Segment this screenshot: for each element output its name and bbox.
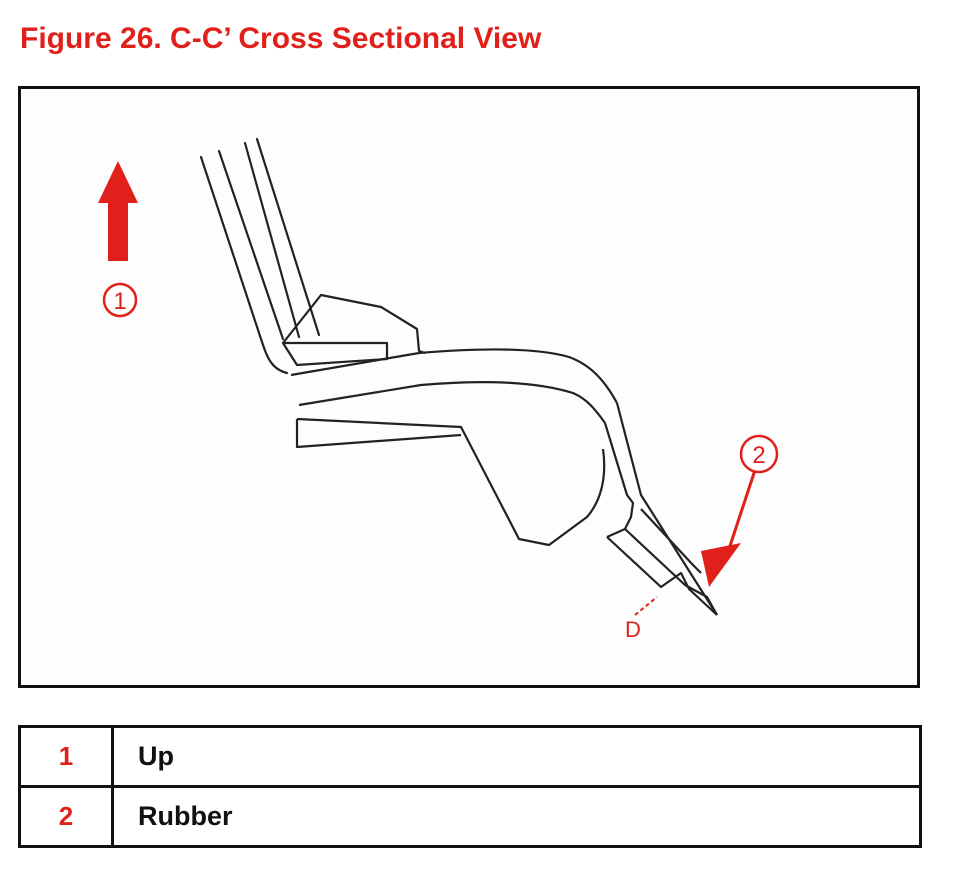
legend-number: 1: [18, 725, 114, 788]
legend-label: Up: [111, 725, 922, 788]
legend-table: 1 Up 2 Rubber: [18, 725, 922, 848]
cross-section-drawing: 1: [98, 137, 779, 642]
table-row: 1 Up: [18, 725, 922, 788]
detail-d-marker: D: [625, 596, 658, 642]
callout-2-number: 2: [752, 442, 765, 469]
pointer-arrow-icon: [701, 460, 760, 587]
table-row: 2 Rubber: [18, 785, 922, 848]
cross-section-figure: 1: [18, 86, 920, 688]
callout-2-badge: 2: [739, 434, 779, 474]
callout-1-number: 1: [113, 288, 126, 315]
figure-title: Figure 26. C-C’ Cross Sectional View: [20, 22, 542, 55]
callout-1-badge: 1: [102, 282, 138, 318]
legend-number: 2: [18, 785, 114, 848]
legend-label: Rubber: [111, 785, 922, 848]
rubber-seal-section: [281, 293, 718, 616]
glass-panel-lines: [199, 137, 321, 375]
detail-d-label: D: [625, 617, 641, 642]
up-arrow-icon: [98, 161, 138, 261]
